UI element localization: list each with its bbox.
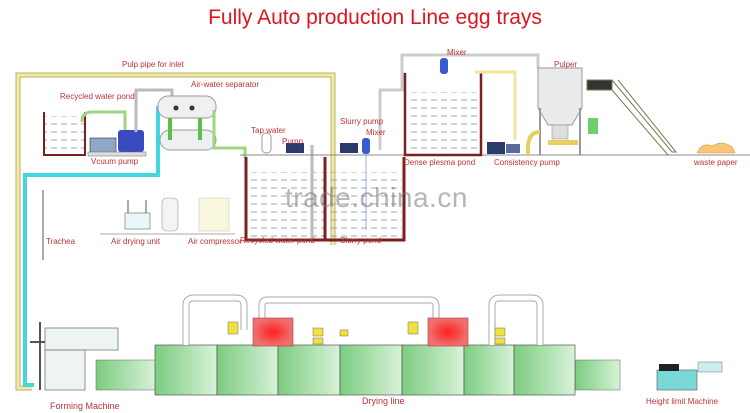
- label-recycled-water-pond-top: Recycled water pond: [60, 92, 135, 101]
- recycled-water-pond: [244, 132, 406, 242]
- label-dense-plesma-pond: Dense plesma pond: [404, 158, 476, 167]
- label-slurry-pump: Slurry pump: [340, 117, 384, 126]
- label-air-compressor: Air compressor: [188, 237, 242, 246]
- pulper: [526, 67, 598, 155]
- air-water-separator: [157, 95, 247, 158]
- forming-machine: [30, 322, 119, 391]
- watermark: trade.china.cn: [285, 182, 468, 213]
- label-slurry-pond: Slurry pond: [340, 236, 381, 245]
- label-air-water-separator: Air-water separator: [191, 80, 260, 89]
- drying-line: [95, 294, 621, 396]
- label-mixer-small: Mixer: [366, 128, 386, 137]
- label-pulper: Pulper: [554, 60, 578, 69]
- label-trachea: Trachea: [46, 237, 76, 246]
- stairs: [586, 79, 678, 156]
- dense-plesma-pond: [400, 53, 540, 157]
- recycled-water-pond-small: [43, 110, 127, 156]
- label-pulp-pipe: Pulp pipe for inlet: [122, 60, 184, 69]
- air-compressor: [100, 197, 235, 235]
- label-consistency-pump: Consistency pump: [494, 158, 560, 167]
- label-mixer-top: Mixer: [447, 48, 467, 57]
- label-pump: Pump: [282, 137, 303, 146]
- label-drying-line: Drying line: [362, 396, 405, 406]
- height-limit-machine: [656, 361, 723, 391]
- label-recycled-water-pond: Recycled water pond: [240, 236, 315, 245]
- vacuum-pump: [87, 88, 174, 157]
- consistency-pump: [487, 142, 520, 154]
- label-tap-water: Tap water: [251, 126, 286, 135]
- air-drying-unit: [124, 200, 151, 230]
- waste-paper: [696, 142, 736, 154]
- label-air-drying-unit: Air drying unit: [111, 237, 160, 246]
- label-height-limit-machine: Height limit Machine: [646, 397, 719, 406]
- label-vacuum-pump: Vcuum pump: [91, 157, 139, 166]
- label-forming-machine: Forming Machine: [50, 401, 120, 411]
- heater-1: [252, 317, 294, 347]
- label-waste-paper: waste paper: [694, 158, 738, 167]
- slurry-pond: [327, 72, 405, 238]
- page-title: Fully Auto production Line egg trays: [208, 6, 542, 29]
- heater-2: [427, 317, 469, 347]
